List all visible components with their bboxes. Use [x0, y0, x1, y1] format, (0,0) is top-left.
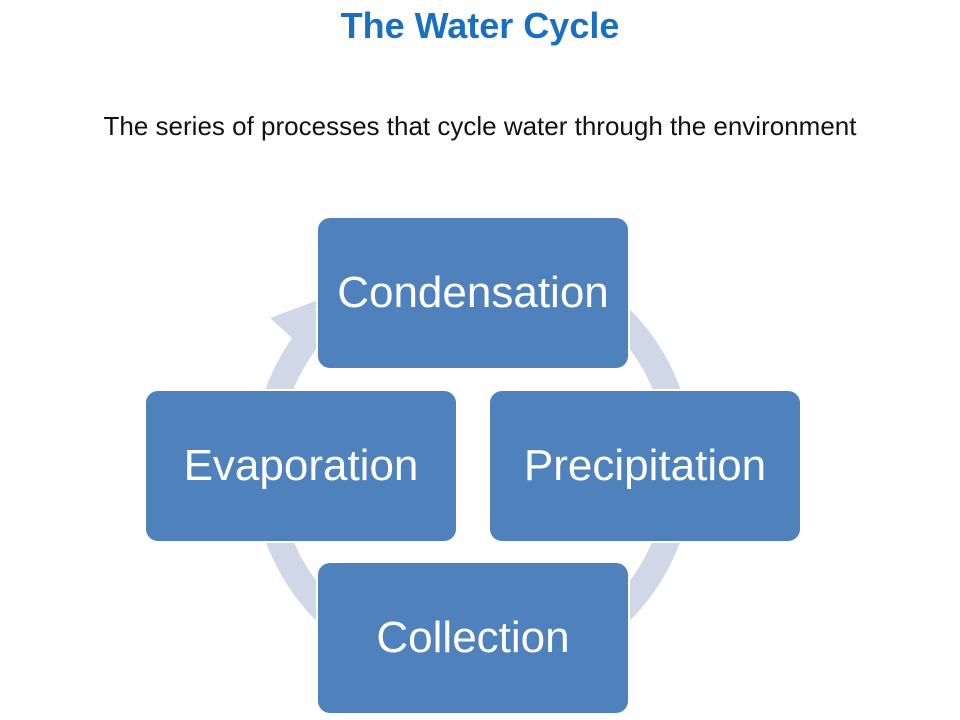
node-evaporation: Evaporation: [144, 389, 458, 543]
node-label: Condensation: [337, 268, 609, 317]
node-precipitation: Precipitation: [488, 389, 802, 543]
cycle-arrowhead-icon: [270, 300, 318, 350]
node-condensation: Condensation: [316, 216, 630, 370]
page-title: The Water Cycle: [340, 5, 620, 46]
node-label: Collection: [376, 613, 570, 662]
page-subtitle: The series of processes that cycle water…: [103, 111, 857, 141]
node-collection: Collection: [316, 561, 630, 715]
node-label: Precipitation: [523, 441, 767, 490]
node-label: Evaporation: [183, 441, 419, 490]
